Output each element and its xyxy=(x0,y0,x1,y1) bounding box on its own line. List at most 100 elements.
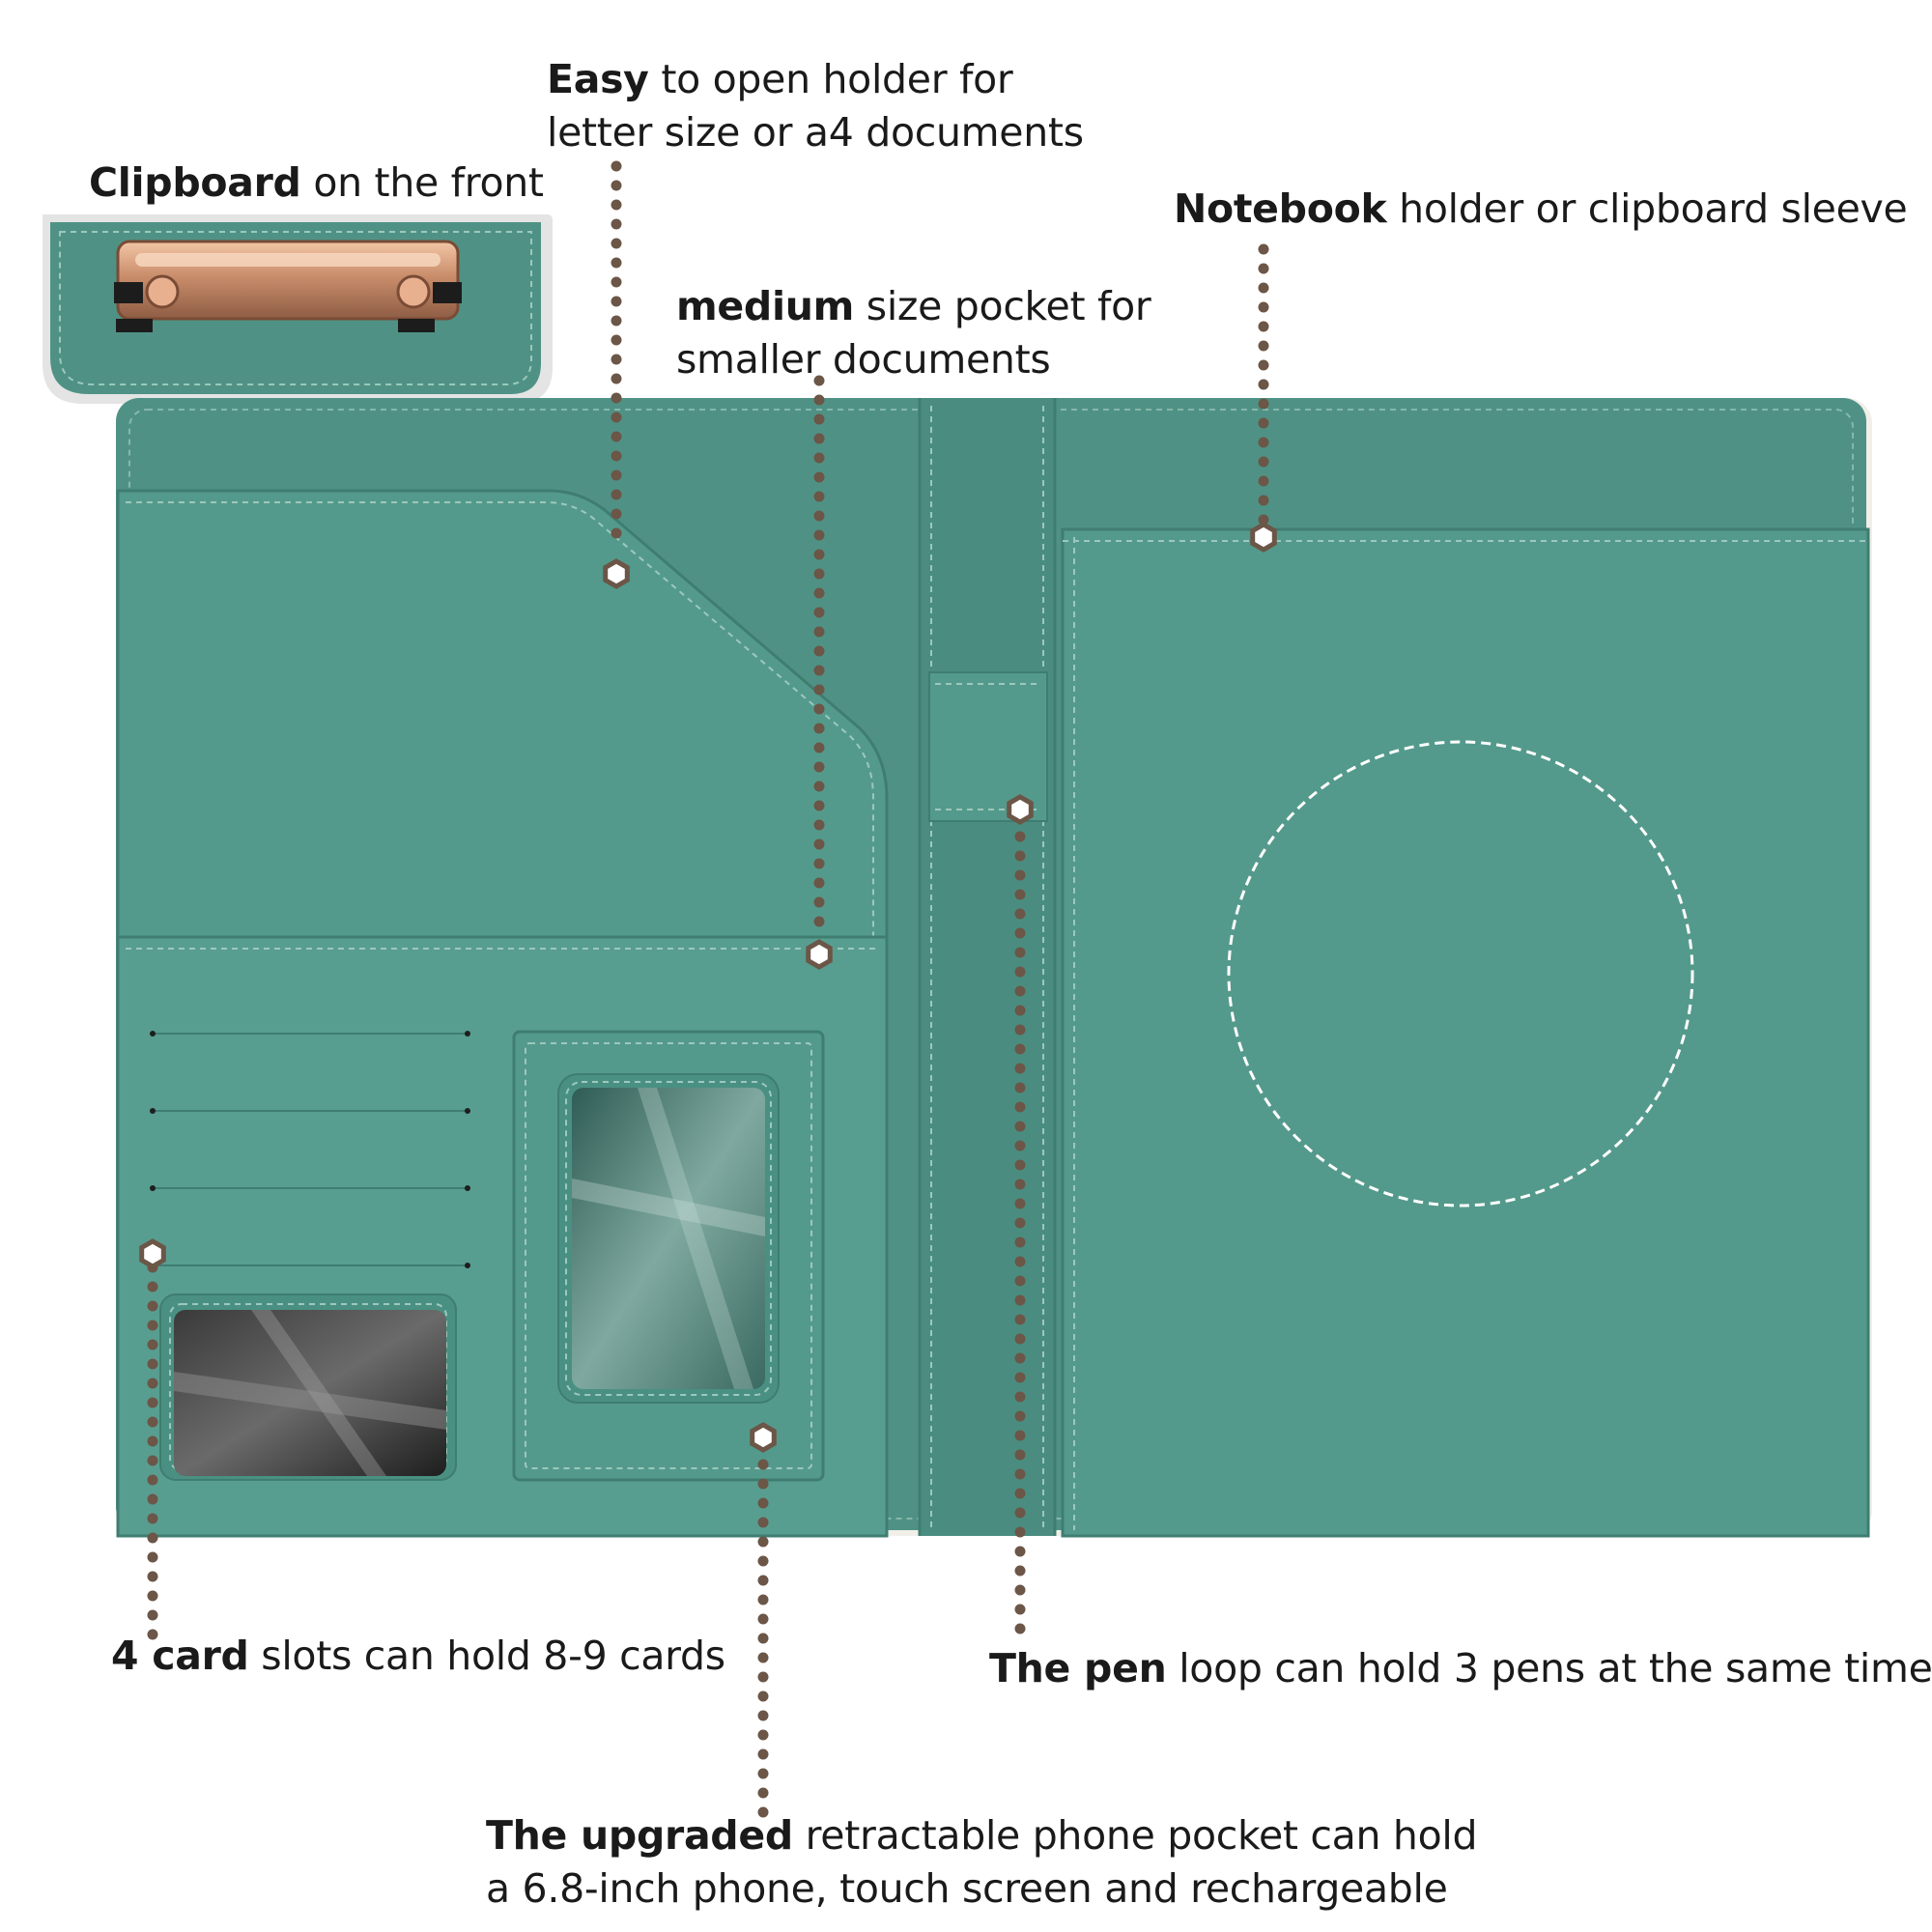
leader-dot xyxy=(813,723,825,734)
leader-dot xyxy=(1014,1623,1026,1634)
leader-dot xyxy=(1014,1372,1026,1383)
leader-dot xyxy=(1258,495,1269,506)
leader-dot xyxy=(1014,1546,1026,1557)
leader-dot xyxy=(147,1474,158,1486)
notebook-label: Notebook holder or clipboard sleeve xyxy=(1174,185,1908,232)
leader-dot xyxy=(147,1435,158,1447)
leader-dot xyxy=(757,1575,769,1586)
leader-dot xyxy=(1014,1565,1026,1577)
leader-dot xyxy=(1258,417,1269,429)
leader-dot xyxy=(757,1536,769,1548)
leader-dot xyxy=(147,1281,158,1293)
leader-dot xyxy=(611,508,622,520)
hexagon-marker-icon xyxy=(139,1238,166,1269)
leader-dot xyxy=(1014,1275,1026,1287)
leader-dot xyxy=(611,180,622,191)
clipboard-clip-icon xyxy=(114,240,462,332)
leader-dot xyxy=(147,1590,158,1602)
leader-dot xyxy=(1014,1449,1026,1461)
leader-dot xyxy=(611,527,622,539)
leader-dot xyxy=(611,160,622,172)
leader-dot xyxy=(1014,1526,1026,1538)
notebook-leader xyxy=(1258,243,1269,526)
leader-dot xyxy=(813,781,825,792)
leader-dot xyxy=(1014,889,1026,900)
leader-dot xyxy=(813,626,825,638)
leader-dot xyxy=(1014,1604,1026,1615)
leader-dot xyxy=(1258,437,1269,448)
leader-dot xyxy=(147,1532,158,1544)
leader-dot xyxy=(1014,1082,1026,1094)
leader-dot xyxy=(147,1378,158,1389)
leader-dot xyxy=(757,1690,769,1702)
leader-dot xyxy=(813,413,825,425)
leader-dot xyxy=(813,800,825,811)
leader-dot xyxy=(813,375,825,386)
leader-dot xyxy=(757,1748,769,1760)
leader-dot xyxy=(813,858,825,869)
leader-dot xyxy=(1014,869,1026,881)
cards-leader xyxy=(147,1262,158,1640)
easy-label: Easy to open holder for letter size or a… xyxy=(547,56,1084,156)
leader-dot xyxy=(1014,1430,1026,1441)
leader-dot xyxy=(813,761,825,773)
leader-dot xyxy=(611,373,622,384)
leader-dot xyxy=(147,1551,158,1563)
leader-dot xyxy=(611,392,622,404)
leader-dot xyxy=(611,315,622,327)
phone-leader xyxy=(757,1439,769,1818)
leader-dot xyxy=(813,568,825,580)
leader-dot xyxy=(611,238,622,249)
leader-dot xyxy=(611,296,622,307)
leader-dot xyxy=(1014,908,1026,920)
leader-dot xyxy=(813,607,825,618)
phone-window xyxy=(572,1088,765,1389)
leader-dot xyxy=(611,354,622,365)
leader-dot xyxy=(757,1729,769,1741)
pen-leader xyxy=(1014,811,1026,1634)
phone-pocket xyxy=(512,1030,825,1482)
leader-dot xyxy=(611,199,622,211)
markers xyxy=(139,522,1277,1453)
easy-leader xyxy=(611,160,622,539)
leader-dot xyxy=(1014,1256,1026,1267)
leader-dot xyxy=(813,529,825,541)
card-slots xyxy=(150,1031,470,1481)
leader-dot xyxy=(1014,1410,1026,1422)
leader-dot xyxy=(147,1416,158,1428)
leader-dot xyxy=(611,412,622,423)
leader-dot xyxy=(757,1652,769,1663)
leader-dot xyxy=(813,838,825,850)
charging-area-outline xyxy=(1227,740,1694,1208)
leader-dot xyxy=(147,1300,158,1312)
leader-dot xyxy=(757,1594,769,1605)
leader-dot xyxy=(1014,1043,1026,1055)
leader-dot xyxy=(611,469,622,481)
hexagon-marker-icon xyxy=(806,939,833,970)
leader-dot xyxy=(1014,1179,1026,1190)
leader-dot xyxy=(1014,1391,1026,1403)
leader-dot xyxy=(1258,282,1269,294)
leader-dot xyxy=(1014,850,1026,862)
leader-dot xyxy=(1014,1121,1026,1132)
leader-dot xyxy=(757,1787,769,1799)
pen-label: The pen loop can hold 3 pens at the same… xyxy=(989,1645,1932,1691)
leader-dot xyxy=(1258,301,1269,313)
leader-dot xyxy=(813,433,825,444)
leader-dot xyxy=(1014,1468,1026,1480)
leader-dot xyxy=(813,471,825,483)
leader-dot xyxy=(813,742,825,753)
leader-dot xyxy=(1014,1314,1026,1325)
leader-dot xyxy=(757,1497,769,1509)
leader-dot xyxy=(1014,1005,1026,1016)
leader-dot xyxy=(813,916,825,927)
hexagon-marker-icon xyxy=(750,1422,777,1453)
leader-dot xyxy=(1014,1024,1026,1036)
leader-dot xyxy=(1014,1294,1026,1306)
leader-dot xyxy=(757,1517,769,1528)
leader-dot xyxy=(1258,456,1269,468)
leader-dot xyxy=(813,491,825,502)
leader-dot xyxy=(611,276,622,288)
leader-dot xyxy=(1014,1352,1026,1364)
